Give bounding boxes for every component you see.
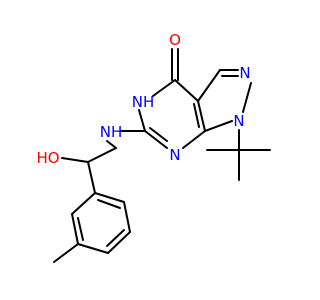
bond-n2-n1 [242,82,252,113]
bond-choh-aryl [87,161,96,194]
bond-ar3-ar4 [77,243,109,254]
bonds [53,48,271,263]
bond-c6-n7-b [149,127,168,142]
bond-ar6-ar1-b [97,199,121,209]
bond-ar1-ar2 [71,192,96,215]
bond-ar2-ar3-b [77,217,84,241]
bond-c6-n7-a [144,130,168,149]
bond-choh-oh [61,157,89,163]
bond-ar3-methyl [53,243,79,263]
atom-label-n-pyrimidine: N [169,146,180,164]
bond-ar4-ar5-a [107,231,131,254]
molecule-structure: O NH N N N NH HO [36,31,271,263]
atom-labels: O NH N N N NH HO [36,31,250,167]
bond-c3a-c3 [197,69,221,102]
bond-ar5-ar6 [123,201,131,233]
atom-label-n-pyrazole-tbu: N [233,112,244,130]
bond-n1-c7a [204,120,233,132]
atom-label-nh-ring: NH [132,93,155,111]
bond-ar4-ar5-b [106,229,125,247]
atom-label-nh-amine: NH [100,123,123,141]
bond-nh-c6 [138,109,146,132]
bond-c7a-c3a-b [193,103,200,128]
bond-ar2-ar3-a [71,213,79,245]
bond-c4-nh [152,79,176,97]
bond-ar6-ar1-a [94,192,125,203]
atom-label-o-carbonyl: O [169,31,181,49]
atom-label-n-pyrazole-top: N [239,64,250,82]
bond-n7-c7a [182,130,206,149]
atom-label-hydroxyl: HO [36,149,59,167]
bond-c3a-c4 [174,79,199,102]
bond-nh-ch2 [106,140,117,149]
bond-ch2-choh [87,147,117,163]
bond-c7a-c3a-a [197,100,206,132]
